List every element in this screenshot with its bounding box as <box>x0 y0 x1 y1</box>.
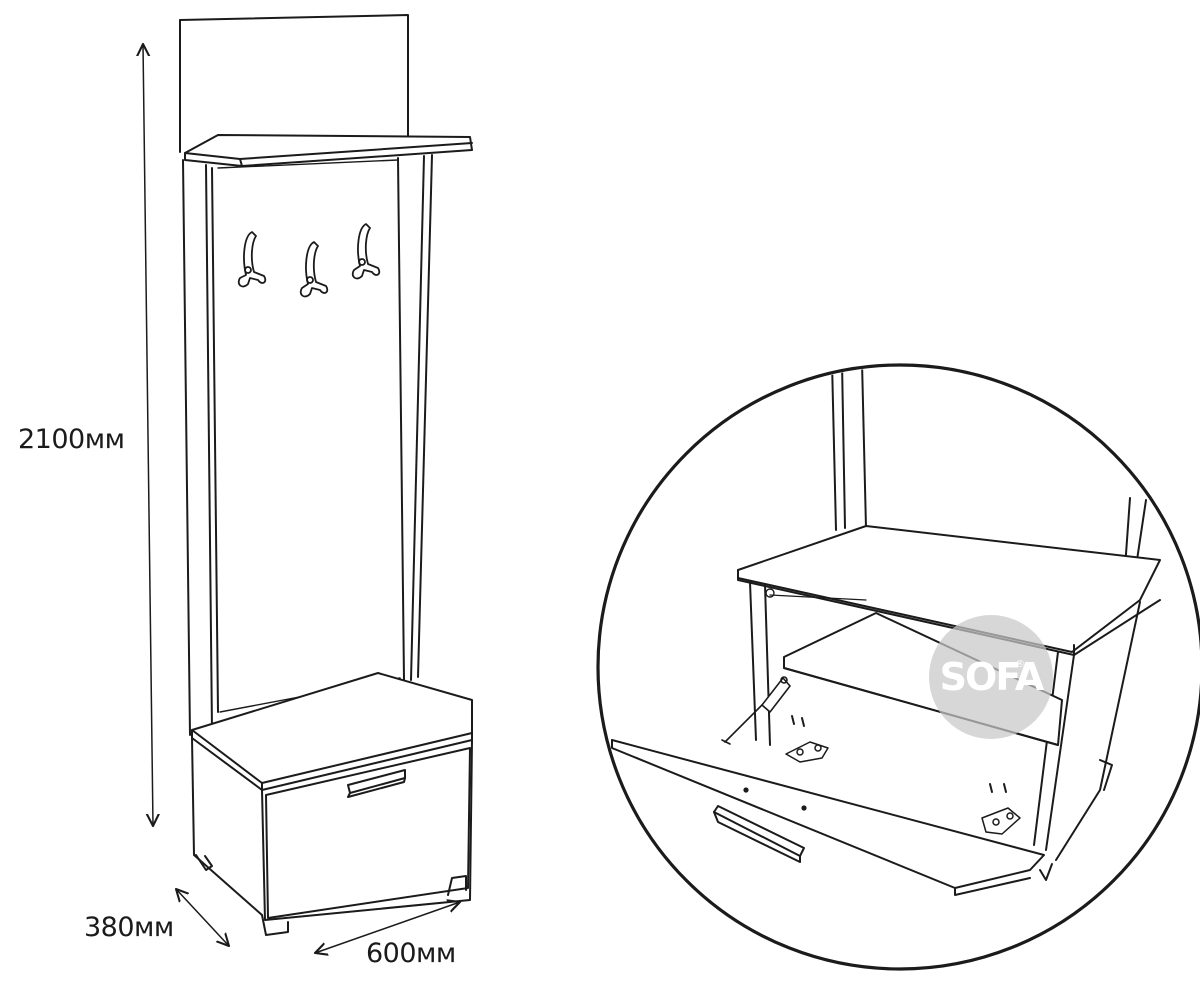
detail-zoom-circle <box>596 363 1200 971</box>
hook-1 <box>237 231 267 288</box>
coat-hooks <box>237 223 381 298</box>
zoom-screws <box>791 715 1007 793</box>
zoom-hinges <box>785 741 1021 835</box>
hook-3 <box>351 223 381 280</box>
height-dimension-label: 2100мм <box>18 424 125 455</box>
zoom-flip-door <box>611 739 1045 896</box>
width-dimension-line <box>315 902 460 953</box>
left-side-panel <box>182 159 219 736</box>
right-side-panel <box>397 154 433 681</box>
sofa-logo-watermark: SOFA ® <box>929 615 1053 739</box>
drawer-front <box>265 747 471 919</box>
depth-dimension-line <box>176 889 229 946</box>
feet <box>195 854 467 936</box>
zoom-feet <box>1039 759 1113 881</box>
registered-mark-icon: ® <box>1015 659 1025 670</box>
hallway-unit-front-view <box>179 14 473 936</box>
hook-2 <box>299 241 329 298</box>
depth-dimension-label: 380мм <box>84 912 174 943</box>
zoom-cabinet-sides <box>749 581 1141 861</box>
top-shelf <box>184 134 473 167</box>
width-dimension-label: 600мм <box>366 938 456 969</box>
dimension-lines <box>143 44 460 953</box>
zoom-cabinet-top <box>737 525 1161 656</box>
back-panel-top <box>179 14 409 137</box>
zoom-gas-strut <box>721 676 791 745</box>
height-dimension-line <box>143 44 153 826</box>
logo-text: SOFA <box>939 655 1045 699</box>
